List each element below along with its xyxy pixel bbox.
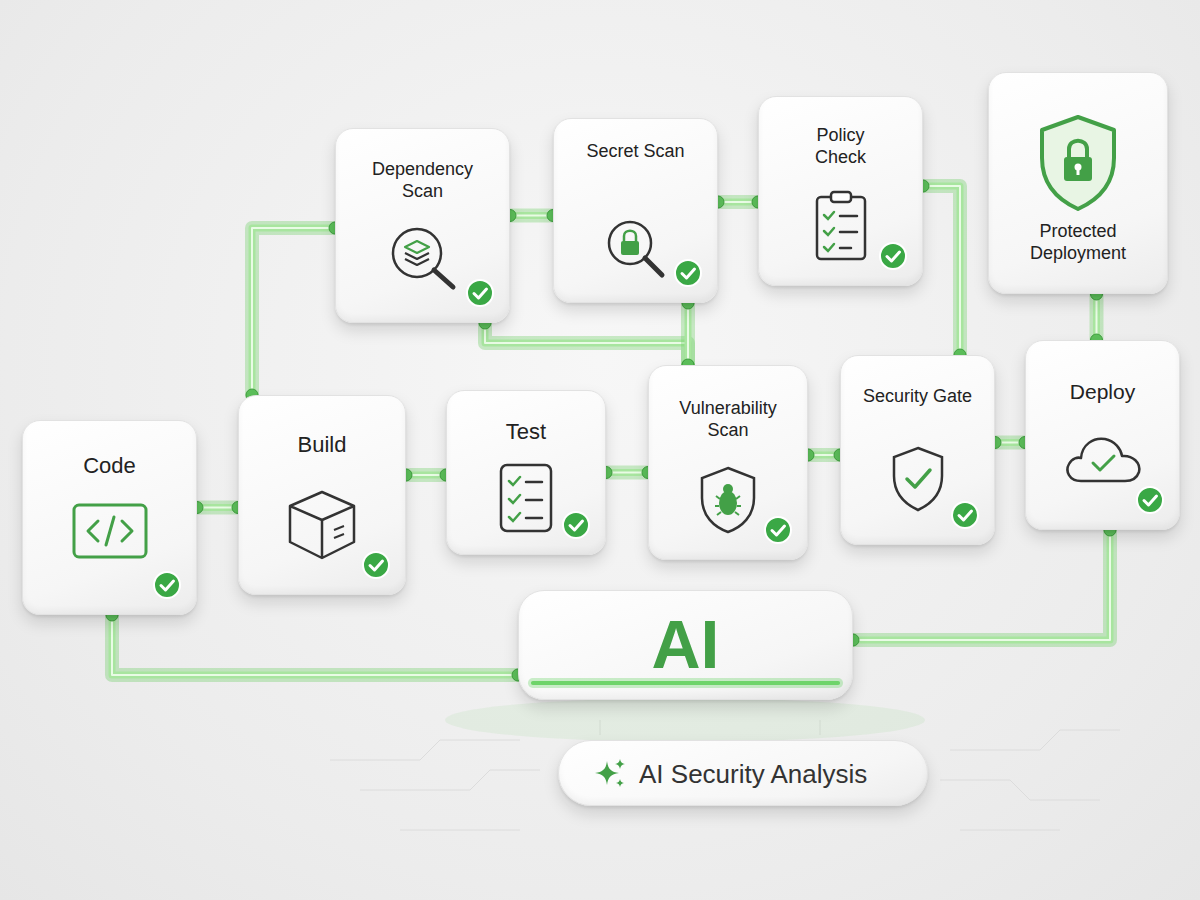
secret-lock-icon bbox=[604, 217, 668, 281]
shield-bug-icon bbox=[696, 464, 760, 536]
pipe-glow bbox=[485, 323, 688, 365]
check-badge bbox=[561, 510, 591, 540]
pipe-connector bbox=[1091, 288, 1103, 346]
pipe-glow bbox=[923, 186, 960, 355]
check-badge bbox=[763, 515, 793, 545]
node-label: Vulnerability Scan bbox=[662, 398, 794, 441]
pipe-connector bbox=[712, 196, 764, 208]
pipe-core bbox=[923, 186, 960, 355]
pipe-body bbox=[685, 303, 692, 365]
protected-shield-icon bbox=[1034, 113, 1122, 213]
cloud-icon bbox=[1061, 429, 1145, 489]
check-badge bbox=[950, 500, 980, 530]
process-box: Deploy bbox=[1025, 340, 1180, 530]
pipe-glow bbox=[853, 530, 1110, 640]
pipe-glow bbox=[252, 228, 335, 395]
pipe-connector bbox=[479, 317, 694, 371]
scan-box: Vulnerability Scan bbox=[648, 365, 808, 560]
check-badge bbox=[152, 570, 182, 600]
node-label: AI bbox=[536, 605, 836, 683]
process-box: Build bbox=[238, 395, 406, 595]
caption-pill: AI Security Analysis bbox=[558, 740, 928, 806]
pipe-core bbox=[853, 530, 1110, 640]
code-icon bbox=[70, 499, 150, 563]
process-box: Test bbox=[446, 390, 606, 555]
check-badge bbox=[361, 550, 391, 580]
node-label: Code bbox=[40, 453, 180, 479]
pipe-glow bbox=[112, 615, 518, 675]
check-badge bbox=[878, 241, 908, 271]
pipe-core bbox=[485, 323, 688, 365]
pipe-body bbox=[853, 530, 1110, 640]
pipe-core bbox=[1096, 294, 1098, 340]
pipe-connector bbox=[191, 502, 244, 514]
pipe-connector bbox=[106, 609, 524, 681]
check-badge bbox=[465, 278, 495, 308]
pipe-body bbox=[252, 228, 335, 395]
ai-engine-box: AI bbox=[518, 590, 853, 700]
ai-glow bbox=[445, 698, 925, 742]
shield-check-icon bbox=[888, 444, 948, 514]
test-list-icon bbox=[496, 461, 556, 535]
node-label: Secret Scan bbox=[586, 141, 686, 163]
pipe-connector bbox=[400, 469, 452, 481]
node-label: Policy Check bbox=[791, 125, 891, 168]
node-label: AI Security Analysis bbox=[639, 759, 909, 790]
pipe-body bbox=[485, 323, 688, 365]
process-box: Code bbox=[22, 420, 197, 615]
gate-box: Security Gate bbox=[840, 355, 995, 545]
policy-clipboard-icon bbox=[811, 189, 871, 263]
pipe-glow bbox=[681, 303, 695, 365]
check-badge bbox=[1135, 485, 1165, 515]
pipe-connector bbox=[504, 210, 559, 222]
node-label: Protected Deployment bbox=[1003, 221, 1153, 264]
sparkle-icon bbox=[593, 757, 627, 791]
pipe-glow bbox=[1090, 294, 1104, 340]
node-label: Dependency Scan bbox=[363, 159, 483, 202]
node-label: Security Gate bbox=[858, 386, 978, 408]
pipe-body bbox=[923, 186, 960, 355]
pipe-core bbox=[687, 303, 689, 365]
pipe-connector bbox=[600, 467, 654, 479]
node-label: Test bbox=[461, 419, 591, 445]
node-label: Deploy bbox=[1038, 379, 1168, 404]
dependency-icon bbox=[385, 221, 461, 293]
pipe-core bbox=[252, 228, 335, 395]
check-badge bbox=[673, 258, 703, 288]
pipe-core bbox=[112, 615, 518, 675]
check-box: Policy Check bbox=[758, 96, 923, 286]
pipe-body bbox=[112, 615, 518, 675]
protected-box: Protected Deployment bbox=[988, 72, 1168, 294]
pipe-connector bbox=[246, 222, 341, 401]
pipe-connector bbox=[682, 297, 694, 371]
scan-box: Dependency Scan bbox=[335, 128, 510, 323]
cube-icon bbox=[282, 484, 362, 564]
pipe-body bbox=[1093, 294, 1100, 340]
pipe-connector bbox=[917, 180, 966, 361]
scan-box: Secret Scan bbox=[553, 118, 718, 303]
node-label: Build bbox=[252, 432, 392, 458]
